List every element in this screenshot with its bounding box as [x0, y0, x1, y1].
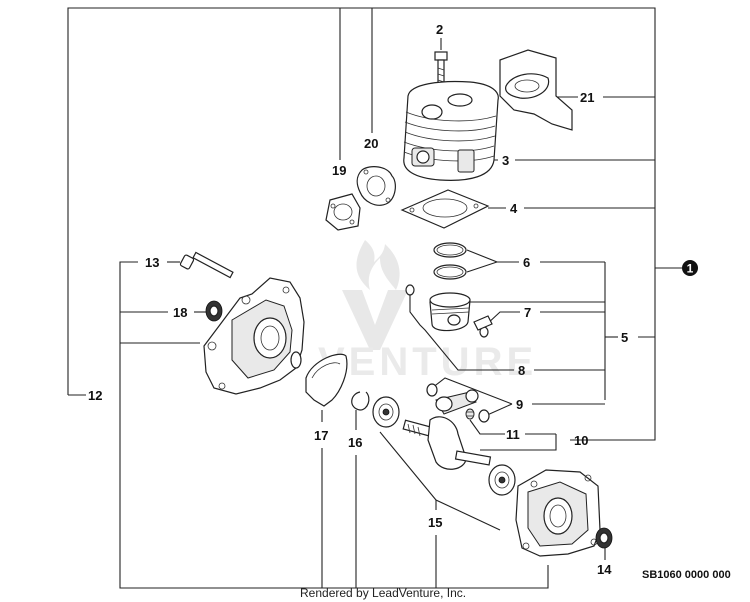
part-crankshaft[interactable]	[402, 389, 492, 470]
part-cylinder-gasket[interactable]	[400, 189, 490, 229]
part-piston-rings[interactable]	[433, 242, 467, 280]
part-piston-pin[interactable]	[473, 315, 493, 331]
callout-7[interactable]: 7	[524, 305, 531, 320]
callout-4[interactable]: 4	[510, 201, 518, 216]
part-oil-seal-left[interactable]	[205, 300, 223, 322]
part-needle-bearing-c[interactable]	[465, 408, 475, 420]
callout-11[interactable]: 11	[506, 427, 520, 442]
footer-rendered-by: Rendered by LeadVenture, Inc.	[300, 586, 466, 600]
callout-20[interactable]: 20	[364, 136, 378, 151]
part-circlip-8a[interactable]	[405, 284, 415, 296]
callout-18[interactable]: 18	[173, 305, 187, 320]
part-oil-seal-right[interactable]	[595, 527, 613, 549]
callout-15[interactable]: 15	[428, 515, 442, 530]
part-crankcase-left[interactable]	[203, 277, 305, 395]
watermark-logo: VENTURE	[318, 240, 537, 384]
part-heat-shield[interactable]	[499, 49, 573, 131]
part-needle-bearing-b[interactable]	[478, 409, 490, 423]
part-long-bolt[interactable]	[179, 251, 234, 279]
callout-13[interactable]: 13	[145, 255, 159, 270]
callout-9[interactable]: 9	[516, 397, 523, 412]
callout-16[interactable]: 16	[348, 435, 362, 450]
callout-5[interactable]: 5	[621, 330, 628, 345]
part-cylinder[interactable]	[403, 80, 499, 181]
diagram-code: SB1060 0000 000	[642, 569, 731, 581]
callout-14[interactable]: 14	[597, 562, 612, 577]
callout-19[interactable]: 19	[332, 163, 346, 178]
callout-10[interactable]: 10	[574, 433, 588, 448]
callout-12[interactable]: 12	[88, 388, 102, 403]
part-gasket-20[interactable]	[356, 166, 396, 206]
part-bolt-top[interactable]	[434, 51, 448, 101]
callout-17[interactable]: 17	[314, 428, 328, 443]
callout-3[interactable]: 3	[502, 153, 509, 168]
callout-6[interactable]: 6	[523, 255, 530, 270]
part-crankcase-right[interactable]	[515, 469, 601, 557]
callout-1-badge[interactable]	[682, 260, 698, 276]
callout-21[interactable]: 21	[580, 90, 594, 105]
leader-lines	[67, 7, 656, 589]
part-retaining-spring[interactable]	[305, 353, 348, 407]
callouts: 2 21 20 19 3 4 6 7 5 8 9 11 10 13 18 12 …	[88, 22, 698, 577]
callout-8[interactable]: 8	[518, 363, 525, 378]
part-gasket-19[interactable]	[325, 193, 361, 231]
part-needle-bearing-a[interactable]	[426, 383, 438, 397]
part-piston[interactable]	[429, 292, 471, 332]
callout-2[interactable]: 2	[436, 22, 443, 37]
part-crank-bearing-right[interactable]	[488, 464, 516, 496]
watermark-text: VENTURE	[318, 340, 537, 384]
part-snap-ring[interactable]	[351, 391, 370, 411]
part-crank-bearing-left[interactable]	[372, 396, 400, 428]
callout-1[interactable]: 1	[687, 262, 694, 276]
